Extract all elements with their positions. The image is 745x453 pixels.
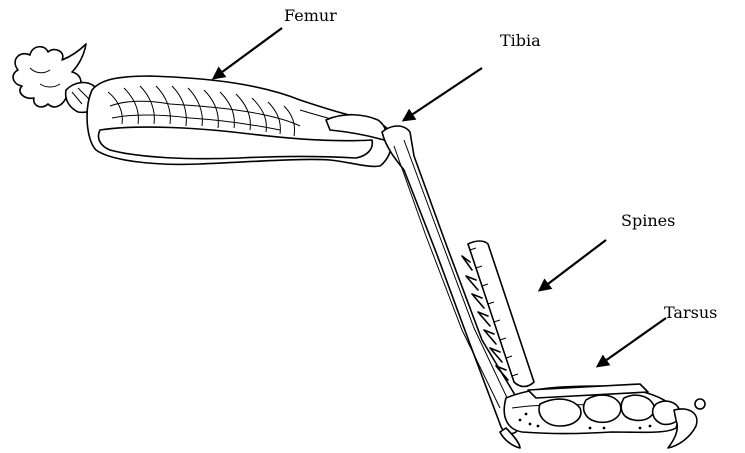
- label-spines-group: Spines: [540, 211, 675, 290]
- label-femur-group: Femur: [214, 6, 337, 78]
- spines-arrow: [540, 240, 606, 290]
- tarsus-segment: [500, 384, 705, 448]
- label-spines: Spines: [621, 211, 675, 230]
- label-tibia-group: Tibia: [404, 31, 541, 120]
- label-femur: Femur: [284, 6, 337, 25]
- insect-leg-illustration: [13, 44, 705, 448]
- femur-arrow: [214, 28, 282, 78]
- tarsus-arrow: [598, 318, 666, 366]
- label-tibia: Tibia: [500, 31, 541, 50]
- tibia-arrow: [404, 68, 482, 120]
- label-tarsus: Tarsus: [664, 303, 717, 322]
- femur-segment: [87, 76, 392, 166]
- label-tarsus-group: Tarsus: [598, 303, 717, 366]
